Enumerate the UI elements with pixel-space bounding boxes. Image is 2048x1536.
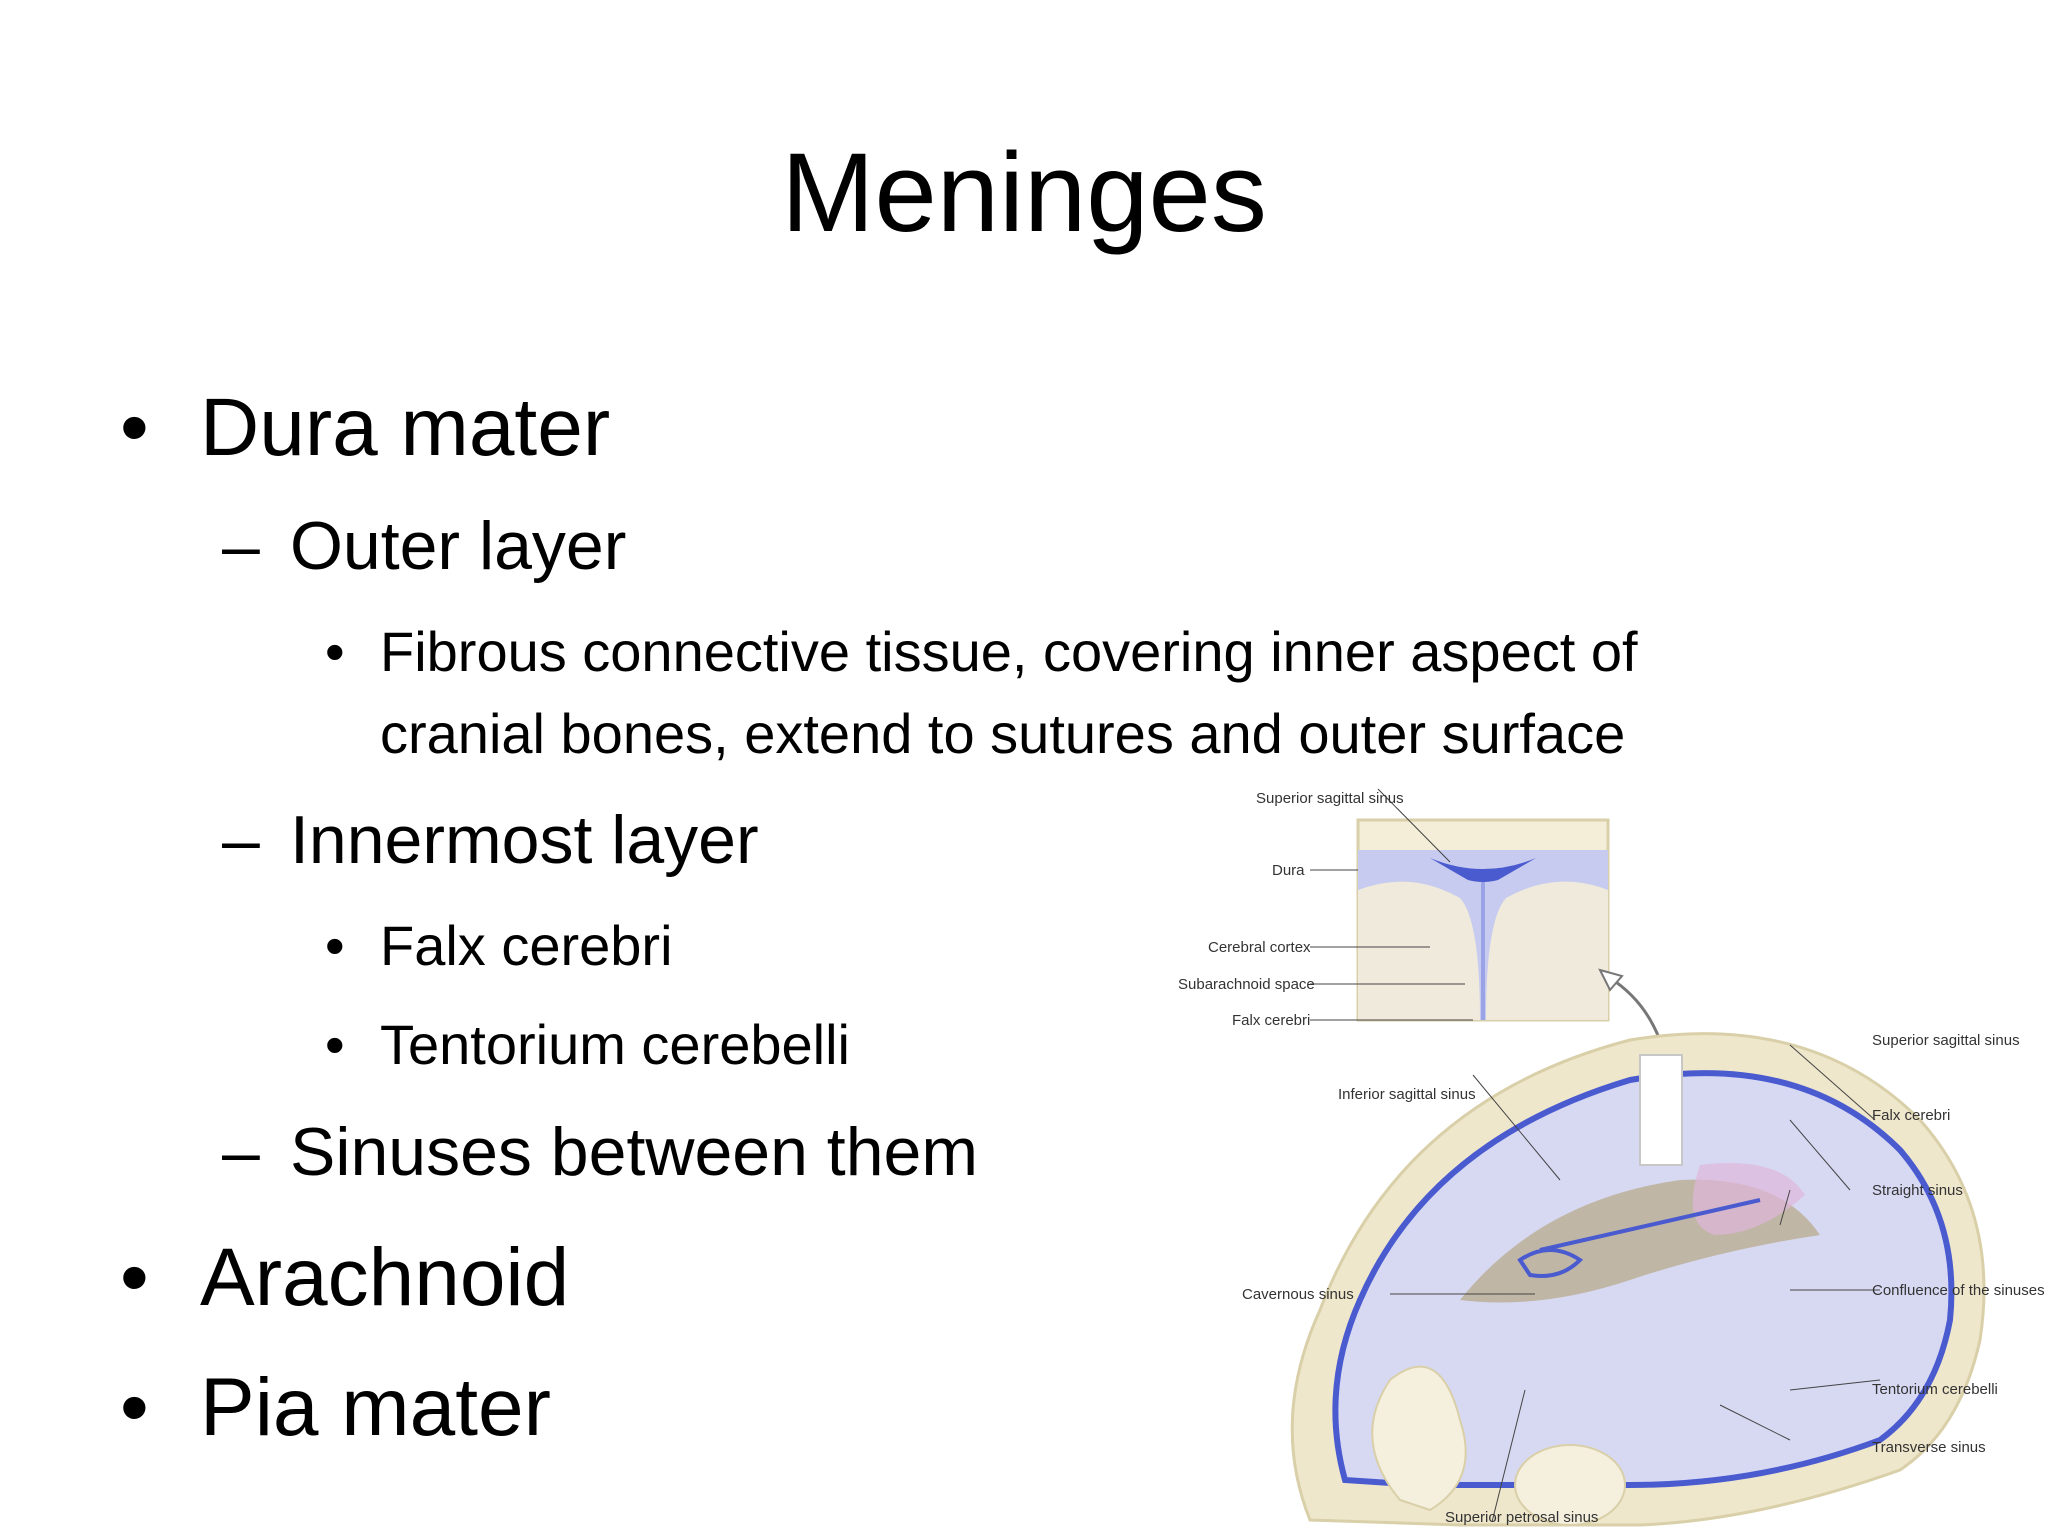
label-transverse-sinus: Transverse sinus [1872, 1439, 1986, 1456]
dura-falx [1332, 1070, 1955, 1488]
bullet-marker: • [325, 1013, 345, 1076]
bullet-marker: • [120, 382, 149, 473]
subsubbullet-text: Tentorium cerebelli [380, 1013, 850, 1076]
label-superior-sagittal-sinus-top: Superior sagittal sinus [1256, 790, 1404, 807]
skull [1290, 1032, 1986, 1527]
label-inferior-sagittal-sinus: Inferior sagittal sinus [1338, 1086, 1476, 1103]
bullet-text: Dura mater [200, 382, 611, 473]
dash-marker: – [222, 802, 260, 878]
label-tentorium-cerebelli: Tentorium cerebelli [1872, 1381, 1998, 1398]
inset-coronal-section [1356, 818, 1610, 1022]
label-falx-cerebri-right: Falx cerebri [1872, 1107, 1950, 1124]
bullet-marker: • [325, 620, 345, 683]
cavernous-sinus [1517, 1248, 1584, 1278]
bullet-marker: • [120, 1362, 149, 1453]
subbullet-text: Sinuses between them [290, 1114, 978, 1190]
subsubbullet-text-line1: Fibrous connective tissue, covering inne… [380, 620, 1638, 683]
dash-marker: – [222, 508, 260, 584]
label-falx-cerebri-top: Falx cerebri [1232, 1012, 1310, 1029]
slide-title: Meninges [781, 130, 1267, 255]
meninges-illustration: Superior sagittal sinus Dura Cerebral co… [1160, 780, 2048, 1536]
bullet-marker: • [325, 914, 345, 977]
straight-sinus [1539, 1198, 1761, 1252]
label-subarachnoid-space: Subarachnoid space [1178, 976, 1315, 993]
label-cavernous-sinus: Cavernous sinus [1242, 1286, 1354, 1303]
subsubbullet-text-line2: cranial bones, extend to sutures and out… [380, 702, 1626, 765]
inset-arrowhead [1598, 968, 1624, 992]
bullet-text: Pia mater [200, 1362, 551, 1453]
dash-marker: – [222, 1114, 260, 1190]
label-superior-petrosal-sinus: Superior petrosal sinus [1445, 1509, 1598, 1526]
label-straight-sinus: Straight sinus [1872, 1182, 1963, 1199]
label-cerebral-cortex: Cerebral cortex [1208, 939, 1311, 956]
skull-ear [1514, 1444, 1626, 1526]
inset-cut [1639, 1054, 1683, 1166]
inset-superior-sagittal-sinus [1430, 858, 1536, 882]
label-dura: Dura [1272, 862, 1305, 879]
skull-face [1371, 1365, 1467, 1512]
subsubbullet-text: Falx cerebri [380, 914, 673, 977]
label-confluence: Confluence of the sinuses [1872, 1282, 2045, 1299]
subbullet-text: Outer layer [290, 508, 627, 584]
straight-sinus-region [1692, 1163, 1805, 1235]
subbullet-text: Innermost layer [290, 802, 759, 878]
label-superior-sagittal-sinus-right: Superior sagittal sinus [1872, 1032, 2020, 1049]
inset-cortex-right [1486, 881, 1608, 1020]
leader-lines [1310, 788, 1881, 1523]
bullet-text: Arachnoid [200, 1232, 570, 1323]
bullet-marker: • [120, 1232, 149, 1323]
inset-cortex-left [1358, 881, 1480, 1020]
meninges-diagram: Superior sagittal sinus Dura Cerebral co… [1178, 788, 2045, 1527]
